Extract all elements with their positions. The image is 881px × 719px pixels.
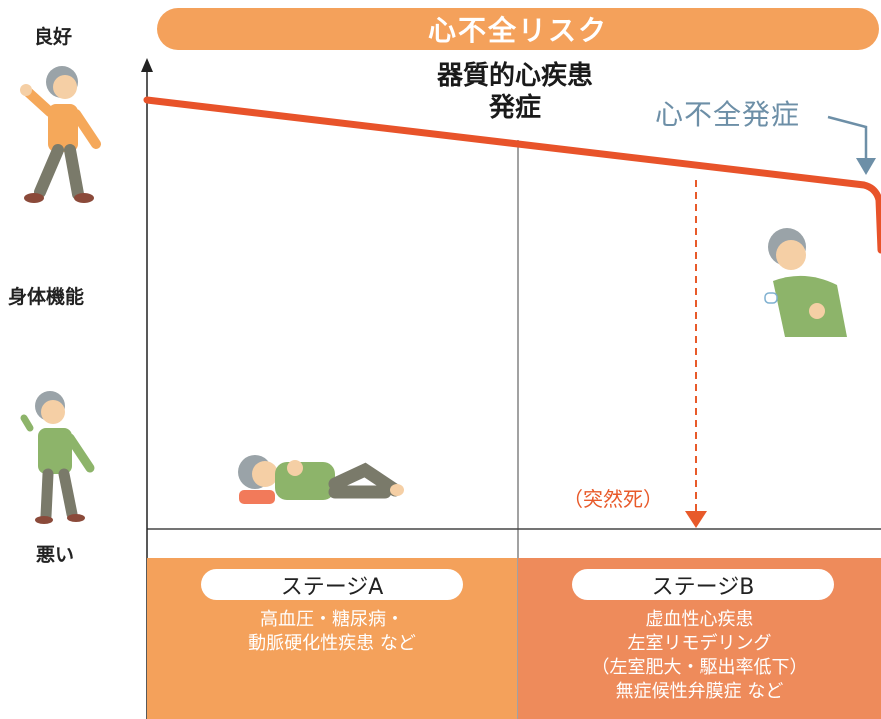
hf-onset-arrowhead: [856, 158, 876, 175]
walking-elderly-man-icon: [20, 66, 101, 203]
physical-function-line: [143, 96, 881, 254]
stage-a-pill: ステージA: [201, 569, 463, 600]
stage-b-description: 虚血性心疾患 左室リモデリング （左室肥大・駆出率低下） 無症候性弁膜症 など: [518, 608, 881, 704]
stage-a-desc-line: 高血圧・糖尿病・: [260, 609, 404, 630]
risk-banner-title: 心不全リスク: [427, 14, 608, 47]
stage-b-pill: ステージB: [572, 569, 834, 600]
chest-pain-man-icon: [764, 228, 847, 337]
y-axis-top-label: 良好: [34, 26, 73, 48]
organic-heart-disease-onset-label: 器質的心疾患 発症: [400, 60, 630, 124]
stage-a-panel: ステージA 高血圧・糖尿病・ 動脈硬化性疾患 など: [147, 558, 517, 719]
y-axis-arrowhead: [141, 58, 153, 72]
hf-onset-label: 心不全発症: [655, 98, 801, 131]
stage-b-panel: ステージB 虚血性心疾患 左室リモデリング （左室肥大・駆出率低下） 無症候性弁…: [518, 558, 881, 719]
organic-onset-line1: 器質的心疾患: [436, 61, 593, 91]
y-axis-title: 身体機能: [8, 286, 85, 308]
risk-banner: 心不全リスク: [157, 8, 879, 50]
stage-b-desc-line: 左室リモデリング: [627, 633, 772, 654]
chest-pain-elderly-man-icon: [20, 391, 95, 524]
stage-a-desc-line: 動脈硬化性疾患 など: [248, 633, 416, 654]
stage-a-description: 高血圧・糖尿病・ 動脈硬化性疾患 など: [147, 608, 517, 656]
sudden-death-label: （突然死）: [563, 487, 663, 511]
stage-b-desc-line: 無症候性弁膜症 など: [615, 681, 784, 702]
y-axis-bottom-label: 悪い: [36, 544, 75, 566]
hf-onset-arrow-line: [827, 115, 868, 160]
stage-b-desc-line: 虚血性心疾患: [645, 609, 754, 630]
stage-b-desc-line: （左室肥大・駆出率低下）: [591, 657, 808, 678]
lying-down-man-icon: [238, 455, 404, 504]
organic-onset-line2: 発症: [488, 93, 541, 123]
sudden-death-arrowhead: [685, 511, 707, 528]
